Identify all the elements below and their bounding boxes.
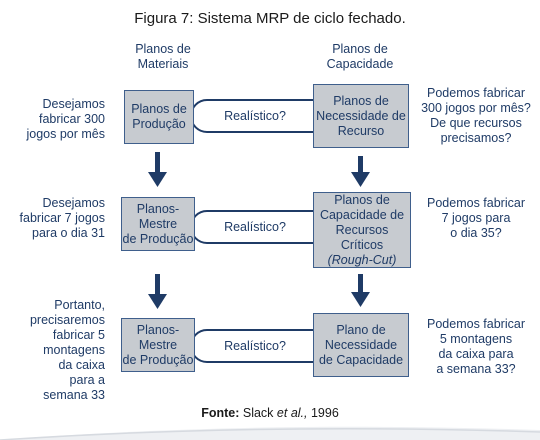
resource-requirement-plan-box: Planos de Necessidade de Recurso <box>313 84 409 148</box>
figure-source: Fonte: Slack et al., 1996 <box>201 406 339 420</box>
decorative-swoosh <box>0 426 540 440</box>
loop-label-row-2: Realístico? <box>224 220 286 234</box>
column-header-capacity: Planos de Capacidade <box>326 42 394 71</box>
down-arrow-capacity-2 <box>351 274 370 307</box>
master-production-plan-box-1: Planos-Mestre de Produção <box>121 197 195 251</box>
down-arrow-materials-2 <box>148 274 167 309</box>
figure-title: Figura 7: Sistema MRP de ciclo fechado. <box>134 10 406 27</box>
production-plan-box: Planos de Produção <box>124 90 194 144</box>
right-question-row-1: Podemos fabricar 300 jogos por mês? De q… <box>421 86 531 145</box>
realism-loop-row-3 <box>190 329 330 363</box>
down-arrow-materials-1 <box>148 152 167 187</box>
master-production-plan-box-2: Planos-Mestre de Produção <box>121 318 195 372</box>
left-question-row-1: Desejamos fabricar 300 jogos por mês <box>26 97 105 141</box>
down-arrow-capacity-1 <box>351 156 370 187</box>
right-question-row-3: Podemos fabricar 5 montagens da caixa pa… <box>427 317 525 376</box>
capacity-requirement-plan-box: Plano de Necessidade de Capacidade <box>313 313 409 377</box>
critical-resource-capacity-plan-box: Planos de Capacidade de Recursos Crítico… <box>313 192 411 268</box>
column-header-materials: Planos de Materiais <box>135 42 191 71</box>
loop-label-row-1: Realístico? <box>224 109 286 123</box>
right-question-row-2: Podemos fabricar 7 jogos para o dia 35? <box>427 196 525 240</box>
left-question-row-2: Desejamos fabricar 7 jogos para o dia 31 <box>19 196 105 240</box>
left-question-row-3: Portanto, precisaremos fabricar 5 montag… <box>29 298 105 402</box>
loop-label-row-3: Realístico? <box>224 339 286 353</box>
